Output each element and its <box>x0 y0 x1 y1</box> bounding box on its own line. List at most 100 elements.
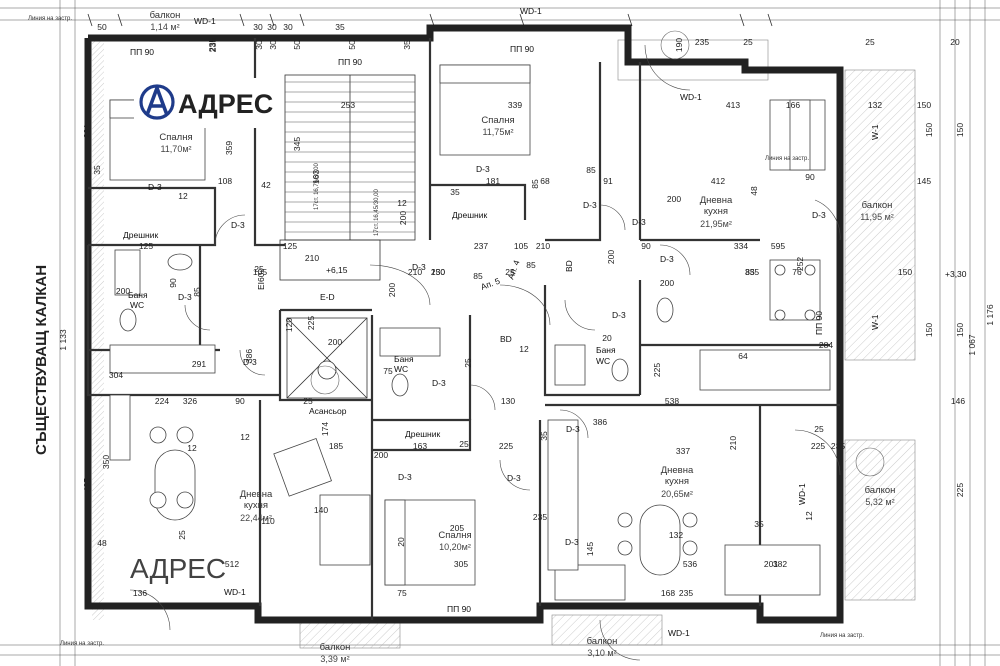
dimension-value: 200 <box>606 250 616 264</box>
accessibility-symbols <box>310 30 885 477</box>
dimension-value: 235 <box>695 37 709 47</box>
door-tag: D-3 <box>398 472 412 482</box>
dimension-value: 50 <box>292 40 302 50</box>
dimension-value: 48 <box>749 186 759 196</box>
dimension-value: 235 <box>679 588 693 598</box>
dimension-value: 168 <box>661 588 675 598</box>
dimension-value: 291 <box>192 359 206 369</box>
dimension-value: 224 <box>155 396 169 406</box>
neighbor-line-top: Линия на застр. <box>28 16 72 22</box>
dimension-value: 512 <box>225 559 239 569</box>
dimension-value: 25 <box>459 439 469 449</box>
dimension-value: 337 <box>676 446 690 456</box>
dimension-value: 25 <box>505 267 515 277</box>
watermark: АДРЕС <box>130 553 226 584</box>
door-tag: D-3 <box>432 378 446 388</box>
door-tag: D-3 <box>632 217 646 227</box>
dimension-value: 230 <box>431 267 445 277</box>
dimension-value: 20 <box>396 537 406 547</box>
door-tag: D-3 <box>660 254 674 264</box>
dimension-value: 91 <box>603 176 613 186</box>
dimension-value: 150 <box>431 267 445 277</box>
dimension-value: 75 <box>383 366 393 376</box>
dimension-value: 35 <box>450 187 460 197</box>
door-tag: D-3 <box>178 292 192 302</box>
dimension-value: 68 <box>540 176 550 186</box>
dimension-value: 200 <box>660 278 674 288</box>
dimension-value: 253 <box>341 100 355 110</box>
dimension-value: 85 <box>473 271 483 281</box>
dimension-value: 12 <box>187 443 197 453</box>
dimension-value: 205 <box>450 523 464 533</box>
staircase <box>279 74 416 281</box>
closet-label-3: Дрешник <box>405 429 440 439</box>
dimension-value: 136 <box>133 588 147 598</box>
dimension-value: 35 <box>402 40 412 50</box>
dimension-value: 25 <box>814 424 824 434</box>
dimension-value: 225 <box>499 441 513 451</box>
room-name-balcony-b2: балкон <box>587 636 618 647</box>
dimension-value: 125 <box>139 241 153 251</box>
dimension-value: 350 <box>101 455 111 469</box>
dimension-value: 495 <box>82 478 92 492</box>
dimension-value: 108 <box>218 176 232 186</box>
dimension-value: 225 <box>955 483 965 497</box>
dimension-value: 200 <box>398 211 408 225</box>
room-name-bedroom-1: Спалня <box>159 132 192 143</box>
dimension-value: 200 <box>387 283 397 297</box>
level-label-1: +6,15 <box>326 265 348 275</box>
door-swings <box>129 44 841 661</box>
dimension-value: 538 <box>665 396 679 406</box>
level-label-2: +3,30 <box>945 269 967 279</box>
dimension-value: 305 <box>454 559 468 569</box>
door-tag: D-3 <box>612 310 626 320</box>
dimension-value: 200 <box>667 194 681 204</box>
dimension-value: 140 <box>314 505 328 515</box>
door-tag: D-3 <box>476 164 490 174</box>
dimension-value: 237 <box>474 241 488 251</box>
dimension-value: 110 <box>261 516 275 526</box>
door-tag: D-3 <box>148 182 162 192</box>
door-tag: D-3 <box>412 262 426 272</box>
dimension-value: 85 <box>526 260 536 270</box>
window-tag: W-1 <box>870 314 880 330</box>
dimension-value: 30 <box>283 22 293 32</box>
closet-label-2: Дрешник <box>452 210 487 220</box>
dimension-value: 85 <box>586 165 596 175</box>
dimension-value: 1 067 <box>967 334 977 356</box>
dimension-value: 132 <box>868 100 882 110</box>
stair-label-1: 17ст. 16,76/30,00 <box>314 163 320 210</box>
dimension-value: 35 <box>335 22 345 32</box>
dimension-value: 120 <box>284 318 294 332</box>
dimension-value: 185 <box>329 441 343 451</box>
dimension-value: 210 <box>305 253 319 263</box>
ei60-label: EI60 <box>256 272 266 290</box>
door-tag: D-3 <box>812 210 826 220</box>
dimension-value: 190 <box>674 38 684 52</box>
pp-label-top-right: ПП 90 <box>338 57 362 67</box>
dimension-value: 30 <box>267 22 277 32</box>
dimension-value: 76 <box>792 267 802 277</box>
exterior-walls <box>84 24 844 624</box>
dimension-value: 334 <box>734 241 748 251</box>
dimension-value: 335 <box>745 267 759 277</box>
window-tag: WD-1 <box>224 587 246 597</box>
dimension-value: 225 <box>811 441 825 451</box>
bd-label-1: BD <box>500 334 512 344</box>
pp-label-right: ПП 90 <box>814 311 824 335</box>
dimension-value: 12 <box>178 191 188 201</box>
dimension-value: 359 <box>224 141 234 155</box>
dimension-value: 42 <box>261 180 271 190</box>
elevator-label: Асансьор <box>309 406 347 416</box>
dimension-value: 339 <box>508 100 522 110</box>
door-tag: D-3 <box>565 537 579 547</box>
adjacent-wall-text: СЪЩЕСТВУВАЩ КАЛКАН <box>33 265 50 455</box>
dimension-value: 30 <box>253 22 263 32</box>
window-tag: WD-1 <box>668 628 690 638</box>
brand-logo: АДРЕС <box>134 78 276 128</box>
dimension-value: 235 <box>207 38 217 52</box>
